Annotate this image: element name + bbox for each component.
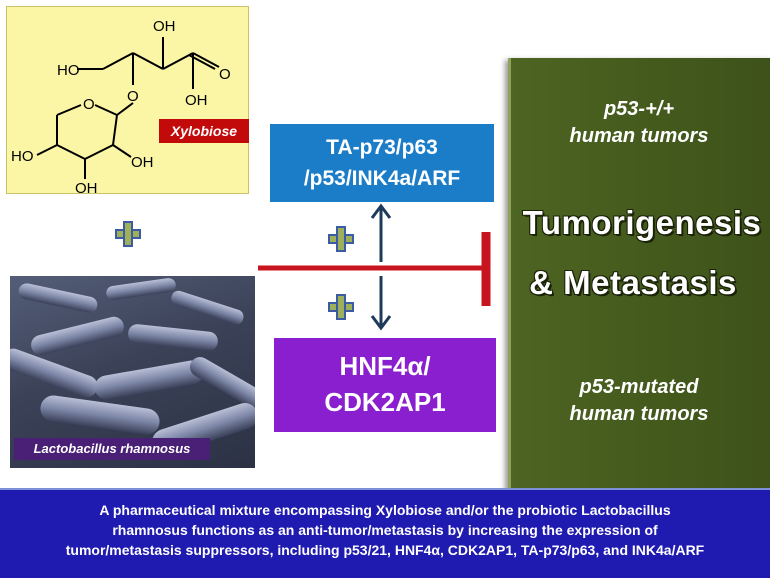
label-ho-ring-left: HO [11, 148, 34, 165]
bacteria-illustration [10, 278, 255, 455]
p53-wildtype-line1: p53-+/+ [603, 98, 675, 120]
label-oh-ring-right: OH [131, 154, 154, 171]
p53-wildtype-line2: human tumors [569, 125, 709, 147]
tumor-outcome-panel: p53-+/+ human tumors Tumorigenesis & Met… [508, 58, 770, 500]
label-oh-top: OH [153, 18, 176, 35]
tumor-suppressor-box: TA-p73/p63 /p53/INK4a/ARF [270, 124, 494, 202]
label-o-link: O [127, 88, 139, 105]
p53-wildtype-label: p53-+/+ human tumors [519, 96, 759, 150]
p53-mutated-line1: p53-mutated [579, 376, 699, 398]
p53-mutated-line2: human tumors [569, 403, 709, 425]
down-arrow-icon [370, 276, 392, 331]
p53-mutated-label: p53-mutated human tumors [519, 374, 759, 428]
label-oh-mid: OH [185, 92, 208, 109]
tumor-suppressor-line1: TA-p73/p63 [326, 136, 438, 159]
plus-icon [115, 221, 141, 247]
up-arrow-icon [370, 203, 392, 262]
xylobiose-tag: Xylobiose [159, 119, 249, 143]
metastasis-suppressor-line2: CDK2AP1 [324, 387, 446, 417]
xylobiose-structure-drawing: OH HO O OH O O HO OH OH [11, 18, 231, 195]
caption-banner: A pharmaceutical mixture encompassing Xy… [0, 488, 770, 578]
caption-line3: tumor/metastasis suppressors, including … [65, 542, 705, 558]
tumorigenesis-label: Tumorigenesis [522, 204, 762, 241]
label-o-ring: O [83, 96, 95, 113]
lactobacillus-tag: Lactobacillus rhamnosus [14, 438, 210, 460]
metastasis-label: & Metastasis [529, 264, 737, 301]
bacteria-image [10, 276, 255, 468]
metastasis-suppressor-line1: HNF4α/ [339, 351, 431, 381]
metastasis-suppressor-box: HNF4α/ CDK2AP1 [274, 338, 496, 432]
tumor-suppressor-line2: /p53/INK4a/ARF [303, 167, 461, 190]
label-ho-left-top: HO [57, 62, 80, 79]
label-oh-ring-bottom: OH [75, 180, 98, 195]
caption-line1: A pharmaceutical mixture encompassing Xy… [99, 502, 671, 518]
label-o-aldehyde: O [219, 66, 231, 83]
xylobiose-structure-panel: OH HO O OH O O HO OH OH Xylobiose [6, 6, 249, 195]
plus-icon [328, 294, 354, 320]
plus-icon [328, 226, 354, 252]
caption-line2: rhamnosus functions as an anti-tumor/met… [112, 522, 658, 538]
